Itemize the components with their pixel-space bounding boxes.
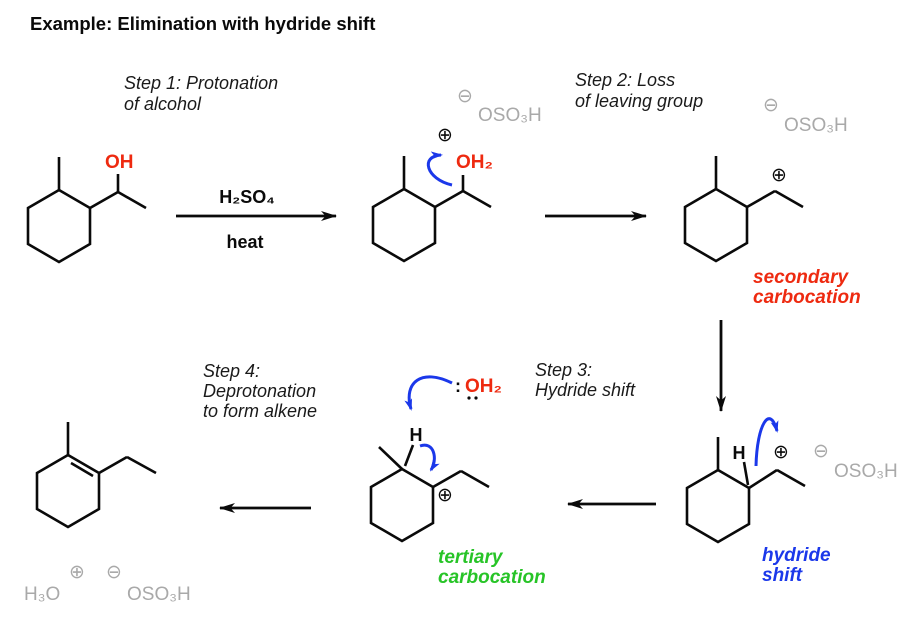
molecule-tertiary-carbocation: H ⊕ : OH₂ tertiary carbocation	[369, 375, 546, 588]
cyclohexane-ring	[369, 467, 435, 543]
step3-line1: Step 3:	[535, 360, 592, 380]
migrating-h-label: H	[733, 443, 746, 463]
minus-charge-icon: ⊖	[763, 94, 779, 116]
secondary-carbocation-label-line2: carbocation	[753, 287, 861, 308]
sidechain-bond	[748, 468, 778, 490]
acidic-h-label: H	[410, 425, 423, 445]
lone-pair-dot	[467, 396, 471, 400]
minus-charge-icon: ⊖	[813, 440, 829, 462]
methyl-bond	[378, 446, 403, 470]
curved-arrow-deprotonation-icon	[404, 375, 453, 411]
c-h-bond	[742, 461, 750, 486]
reagent-label: H₂SO₄	[219, 187, 275, 207]
plus-charge-icon: ⊕	[69, 561, 85, 583]
minus-charge-icon: ⊖	[106, 561, 122, 583]
sidechain-bond	[434, 189, 464, 209]
curved-arrow-hydride-shift-icon	[754, 417, 779, 467]
reaction-arrow-1: H₂SO₄ heat	[176, 187, 337, 252]
sidechain-methyl-bond	[774, 189, 804, 209]
molecule-hydride-shift: H ⊕ ⊖ OSO₃H hydride shift	[685, 417, 898, 586]
byproduct-labels: H₃O ⊕ ⊖ OSO₃H	[24, 561, 191, 605]
plus-charge-icon: ⊕	[437, 124, 453, 146]
cyclohexane-ring	[26, 188, 92, 264]
step1-label: Step 1: Protonation of alcohol	[124, 73, 278, 114]
step4-line2: Deprotonation	[203, 381, 316, 401]
molecule-alkene-product	[35, 422, 157, 529]
cyclohexane-ring	[683, 187, 749, 263]
hydride-shift-label-line1: hydride	[762, 545, 831, 566]
curved-arrow-loss-of-water-icon	[426, 151, 453, 187]
step2-line2: of leaving group	[575, 91, 703, 111]
step1-line1: Step 1: Protonation	[124, 73, 278, 93]
step2-line1: Step 2: Loss	[575, 70, 675, 90]
condition-label: heat	[226, 232, 263, 252]
bisulfate-label: OSO₃H	[478, 105, 542, 126]
ethyl-bond-2	[460, 469, 490, 489]
sidechain-methyl-bond	[776, 468, 806, 488]
ethyl-bond-1	[98, 455, 128, 475]
tertiary-carbocation-label-line2: carbocation	[438, 567, 546, 588]
ethyl-bond-1	[432, 469, 462, 489]
cyclohexene-ring	[35, 453, 101, 529]
c-h-bond	[403, 444, 415, 467]
water-lone-pair-colon: :	[455, 376, 461, 396]
double-bond-inner-line	[70, 461, 94, 478]
bisulfate-label: OSO₃H	[127, 584, 191, 605]
molecule-protonated-alcohol: OH₂ ⊕ ⊖ OSO₃H	[371, 85, 542, 263]
bisulfate-label: OSO₃H	[784, 115, 848, 136]
sidechain-methyl-bond	[462, 189, 492, 209]
sidechain-bond	[746, 189, 776, 209]
step3-label: Step 3: Hydride shift	[535, 360, 636, 400]
plus-charge-icon: ⊕	[773, 441, 789, 463]
curved-arrow-alkene-formation-icon	[419, 443, 440, 472]
molecule-secondary-carbocation: ⊕ ⊖ OSO₃H secondary carbocation	[683, 94, 861, 308]
sidechain-bond	[89, 190, 119, 210]
sidechain-methyl-bond	[117, 190, 147, 210]
minus-charge-icon: ⊖	[457, 85, 473, 107]
plus-charge-icon: ⊕	[771, 164, 787, 186]
step3-line2: Hydride shift	[535, 380, 636, 400]
step2-label: Step 2: Loss of leaving group	[575, 70, 703, 111]
cyclohexane-ring	[685, 468, 751, 544]
hydronium-label: H₃O	[24, 584, 60, 605]
molecule-starting-alcohol: OH	[26, 152, 147, 264]
lone-pair-dot	[474, 396, 478, 400]
ethyl-bond-2	[126, 455, 157, 475]
cyclohexane-ring	[371, 187, 437, 263]
step4-line1: Step 4:	[203, 361, 260, 381]
oh-label: OH	[105, 152, 134, 173]
water-oh2-label: OH₂	[465, 376, 502, 397]
step1-line2: of alcohol	[124, 94, 202, 114]
oh2-label: OH₂	[456, 152, 493, 173]
bisulfate-label: OSO₃H	[834, 461, 898, 482]
tertiary-carbocation-label-line1: tertiary	[438, 547, 504, 568]
hydride-shift-label-line2: shift	[762, 565, 803, 586]
page-title: Example: Elimination with hydride shift	[30, 13, 375, 34]
secondary-carbocation-label-line1: secondary	[753, 267, 849, 288]
plus-charge-icon: ⊕	[437, 484, 453, 506]
step4-label: Step 4: Deprotonation to form alkene	[203, 361, 317, 421]
step4-line3: to form alkene	[203, 401, 317, 421]
lone-pair-dots-icon	[467, 396, 478, 400]
